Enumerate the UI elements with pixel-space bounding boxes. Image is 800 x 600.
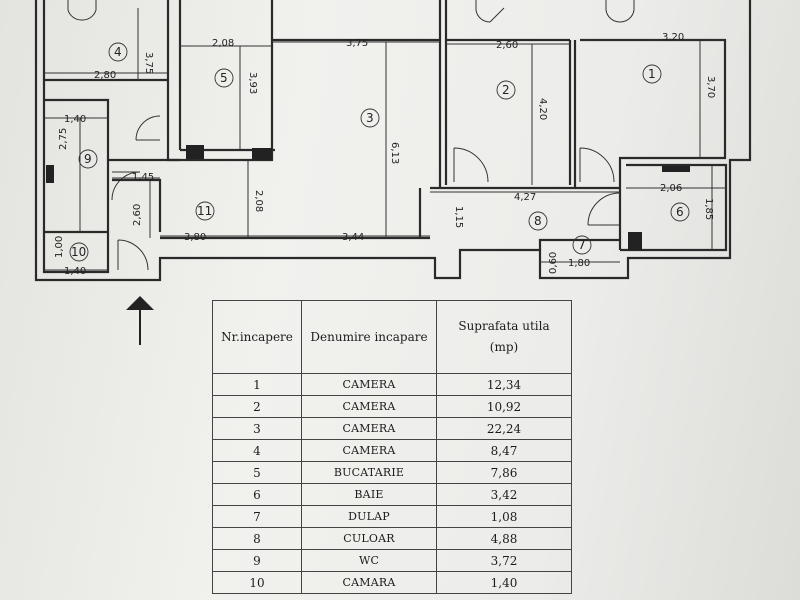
cell-nr: 2 [212,395,302,418]
dim-label: 2,08 [212,38,234,49]
table-row: 5 BUCATARIE 7,86 [212,461,572,484]
dim-label: 1,15 [453,206,464,228]
cell-name: CAMERA [301,395,437,418]
room-number: 11 [197,204,212,218]
dim-label: 1,40 [64,266,86,277]
table-row: 6 BAIE 3,42 [212,483,572,506]
cell-nr: 10 [212,571,302,594]
cell-name-text: CAMERA [342,444,396,457]
cell-name: CAMERA [301,417,437,440]
cell-area: 3,42 [436,483,572,506]
cell-area: 10,92 [436,395,572,418]
plan-fixtures [46,145,690,250]
column-header-name: Denumire incapare [301,300,437,374]
dim-label: 6,13 [389,142,400,164]
cell-nr: 7 [212,505,302,528]
cell-name: CAMERA [301,373,437,396]
dim-label: 2,80 [94,70,116,81]
room-number: 6 [676,205,684,219]
dim-label: 3,75 [143,52,154,74]
table-row: 4 CAMERA 8,47 [212,439,572,462]
cell-name-text: DULAP [348,510,390,523]
dim-label: 0,60 [548,252,559,274]
dim-label: 2,60 [496,40,518,51]
room-number: 10 [71,245,86,259]
cell-name-text: WC [358,554,380,567]
cell-nr: 4 [212,439,302,462]
cell-area: 1,08 [436,505,572,528]
cell-name-text: BUCATARIE [333,466,405,479]
table-row: 10 CAMARA 1,40 [212,571,572,594]
dim-label: 1,80 [568,258,590,269]
dim-label: 3,44 [342,232,364,243]
cell-name-text: BAIE [354,488,384,501]
cell-area: 22,24 [436,417,572,440]
table-header-row: Nr.incapere Denumire incapare Suprafata … [212,300,572,374]
dim-label: 1,45 [132,172,154,183]
table-row: 9 WC 3,72 [212,549,572,572]
dim-label: 2,06 [660,183,682,194]
table-row: 7 DULAP 1,08 [212,505,572,528]
room-number: 3 [366,111,374,125]
cell-name: BUCATARIE [301,461,437,484]
room-number: 9 [84,152,92,166]
plan-dimension-labels: 2,80 3,75 2,08 3,93 3,75 6,13 2,60 4,20 … [54,32,716,277]
cell-area: 8,47 [436,439,572,462]
dim-label: 1,00 [54,236,65,258]
room-number: 8 [534,214,542,228]
cell-name: BAIE [301,483,437,506]
dim-label: 4,27 [514,192,536,203]
dim-label: 3,75 [346,38,368,49]
cell-name: CULOAR [301,527,437,550]
plan-doors [67,0,635,271]
room-number: 1 [648,67,656,81]
column-header-nr: Nr.incapere [212,300,302,374]
table-row: 1 CAMERA 12,34 [212,373,572,396]
cell-name: DULAP [301,505,437,528]
room-number: 5 [220,71,228,85]
table-row: 8 CULOAR 4,88 [212,527,572,550]
room-number: 2 [502,83,510,97]
room-number: 4 [114,45,122,59]
cell-name-text: CAMERA [342,422,396,435]
cell-nr: 6 [212,483,302,506]
plan-room-numbers: 1 2 3 4 5 6 7 8 9 10 11 [69,42,690,262]
dim-label: 1,40 [64,114,86,125]
plan-dimension-lines [44,8,726,311]
dim-label: 3,20 [662,32,684,43]
rooms-table: Nr.incapere Denumire incapare Suprafata … [212,300,572,594]
cell-name: WC [301,549,437,572]
column-header-area: Suprafata utila(mp) [436,300,572,374]
cell-nr: 1 [212,373,302,396]
cell-nr: 5 [212,461,302,484]
cell-nr: 9 [212,549,302,572]
cell-area: 12,34 [436,373,572,396]
dim-label: 3,70 [705,76,716,98]
cell-name: CAMERA [301,439,437,462]
cell-nr: 3 [212,417,302,440]
table-row: 3 CAMERA 22,24 [212,417,572,440]
cell-name: CAMARA [301,571,437,594]
dim-label: 2,75 [58,128,69,150]
dim-label: 1,85 [703,198,714,220]
dim-label: 3,93 [247,72,258,94]
dim-label: 4,20 [537,98,548,120]
cell-name-text: CULOAR [343,532,395,545]
cell-area: 1,40 [436,571,572,594]
cell-name-text: CAMERA [342,378,396,391]
table-row: 2 CAMERA 10,92 [212,395,572,418]
room-number: 7 [578,238,586,252]
cell-nr: 8 [212,527,302,550]
cell-area: 3,72 [436,549,572,572]
dim-label: 2,60 [132,204,143,226]
cell-name-text: CAMERA [342,400,396,413]
entrance-arrow-icon [126,296,154,345]
cell-area: 4,88 [436,527,572,550]
cell-name-text: CAMARA [342,576,396,589]
dim-label: 2,08 [253,190,264,212]
cell-area: 7,86 [436,461,572,484]
dim-label: 3,80 [184,232,206,243]
